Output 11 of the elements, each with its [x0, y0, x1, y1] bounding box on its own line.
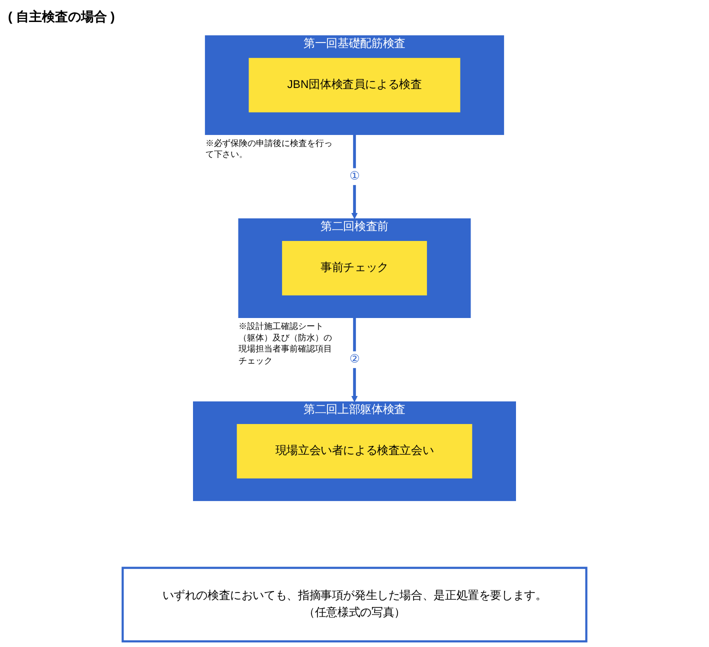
heading: ( 自主検査の場合 )	[7, 8, 116, 26]
edge-label: ①	[350, 170, 360, 182]
arrow	[351, 318, 358, 402]
edge-label: ②	[350, 353, 360, 366]
note-text: ※必ず保険の申請後に検査を行って下さい。	[205, 137, 334, 160]
note-text: ※設計施工確認シート（躯体）及び（防水）の現場担当者事前確認項目チェック	[238, 320, 333, 366]
node-box: 事前チェック	[280, 238, 430, 298]
node-box: 現場立会い者による検査立会い	[234, 422, 474, 481]
arrow	[351, 134, 358, 219]
node-box: JBN団体検査員による検査	[246, 56, 462, 114]
node-box: いずれの検査においても、指摘事項が発生した場合、是正処置を要します。 （任意様式の写真）	[122, 566, 588, 642]
